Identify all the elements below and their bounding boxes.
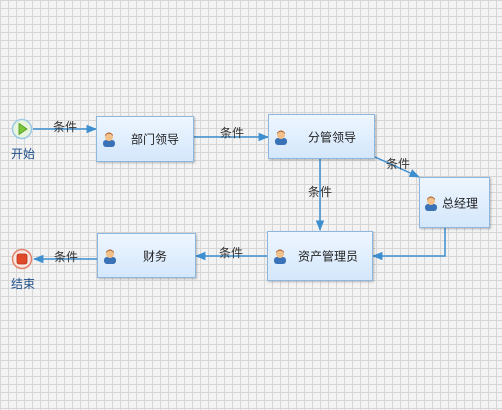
end-event[interactable]	[11, 248, 33, 270]
task-finance[interactable]: 财务	[97, 233, 196, 278]
edge-general-manager-to-asset-manager[interactable]	[371, 228, 446, 261]
task-asset-manager[interactable]: 资产管理员	[267, 231, 373, 281]
stop-icon	[11, 248, 33, 270]
task-label: 资产管理员	[298, 249, 359, 264]
end-event-label: 结束	[11, 277, 36, 291]
task-general-manager[interactable]: 总经理	[419, 177, 490, 228]
user-icon	[104, 249, 116, 264]
task-label: 分管领导	[308, 130, 357, 144]
start-event-label: 开始	[11, 147, 36, 161]
play-icon	[11, 118, 33, 140]
edge-label: 条件	[308, 185, 333, 199]
start-event[interactable]	[11, 118, 33, 140]
task-dept-leader[interactable]: 部门领导	[96, 116, 194, 162]
user-icon	[275, 130, 287, 145]
edge-label: 条件	[220, 126, 245, 140]
user-icon	[425, 196, 437, 211]
edge-label: 条件	[219, 246, 244, 260]
task-label: 财务	[143, 249, 168, 263]
user-icon	[274, 249, 286, 264]
edge-label: 条件	[386, 157, 411, 171]
task-branch-leader[interactable]: 分管领导	[268, 114, 375, 159]
edge-label: 条件	[53, 120, 78, 134]
task-label: 总经理	[442, 196, 479, 210]
task-label: 部门领导	[131, 132, 180, 147]
edge-label: 条件	[54, 250, 79, 264]
user-icon	[103, 132, 115, 147]
edge-branch-leader-to-general-manager[interactable]	[374, 156, 420, 178]
